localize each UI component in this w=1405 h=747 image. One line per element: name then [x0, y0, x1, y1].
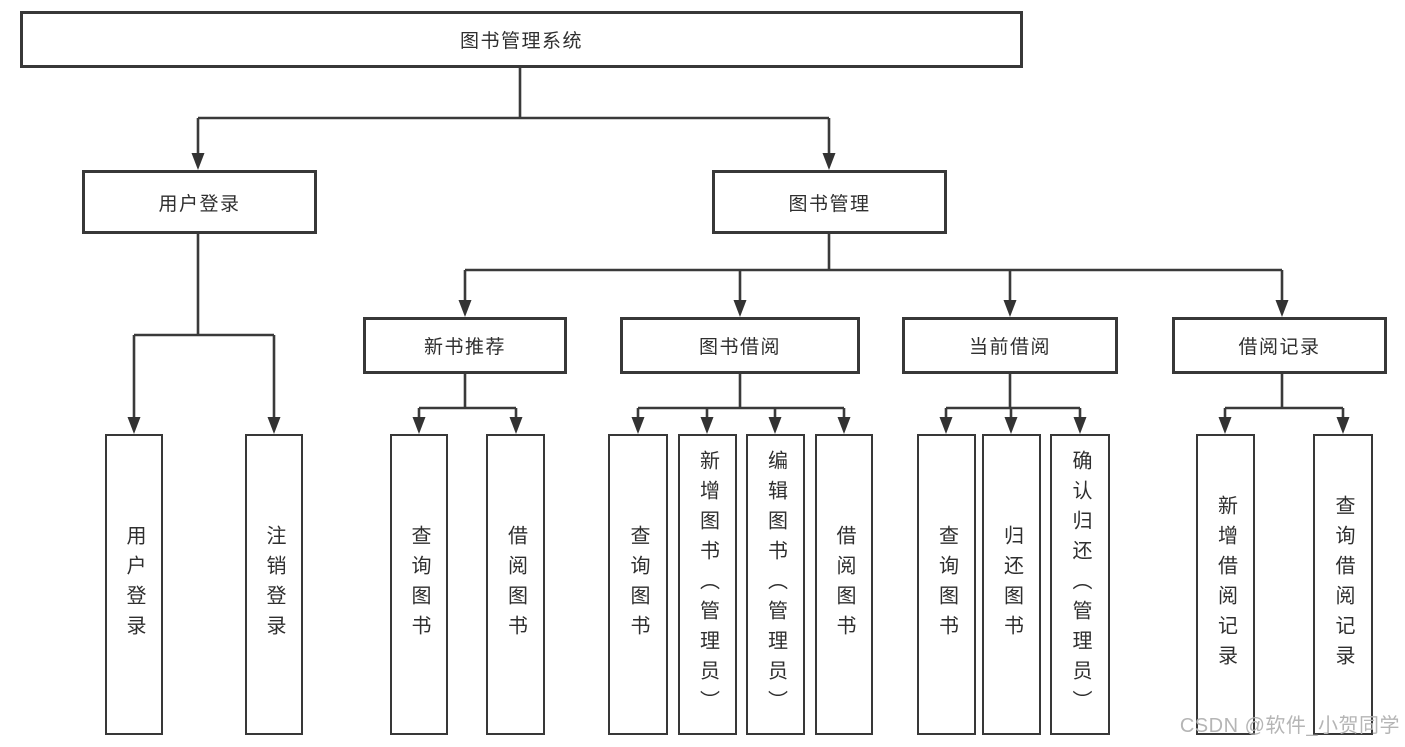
arrow-icon: [1003, 300, 1017, 317]
leaf-add-borrow-record-label: 新增借阅记录: [1214, 494, 1237, 675]
leaf-borrow-books: 借阅图书: [815, 434, 873, 735]
leaf-return-books-label: 归还图书: [1000, 524, 1023, 645]
connector-root-to-level2: [196, 68, 831, 156]
connector-newbooks-to-leaves: [417, 374, 518, 420]
leaf-query-books-recommend-label: 查询图书: [408, 524, 430, 645]
node-book-management: 图书管理: [712, 170, 947, 234]
arrow-icon: [127, 417, 141, 434]
connector-userlogin-to-leaves: [132, 234, 276, 420]
arrow-icon: [822, 153, 836, 170]
leaf-query-books-current-label: 查询图书: [935, 524, 958, 645]
arrow-icon: [509, 417, 523, 434]
arrow-icon: [837, 417, 851, 434]
leaf-user-login: 用户登录: [105, 434, 163, 735]
node-library-management-system-label: 图书管理系统: [459, 31, 583, 52]
node-book-management-label: 图书管理: [788, 193, 871, 215]
leaf-query-books-current: 查询图书: [917, 434, 976, 735]
connector-borrowing-to-leaves: [636, 374, 846, 420]
leaf-edit-books-admin-label: 编辑图书（管理员）: [764, 449, 787, 720]
leaf-borrow-books-recommend-label: 借阅图书: [504, 524, 527, 645]
arrow-icon: [1004, 417, 1018, 434]
arrow-icon: [1218, 417, 1232, 434]
node-new-book-recommendation-label: 新书推荐: [423, 337, 506, 358]
leaf-confirm-return-admin-label: 确认归还（管理员）: [1069, 449, 1091, 720]
arrow-icon: [733, 300, 747, 317]
leaf-confirm-return-admin: 确认归还（管理员）: [1050, 434, 1110, 735]
leaf-query-books-recommend: 查询图书: [390, 434, 448, 735]
arrow-icon: [458, 300, 472, 317]
node-library-management-system: 图书管理系统: [20, 11, 1023, 68]
node-book-borrowing-label: 图书借阅: [698, 337, 781, 358]
leaf-query-books-borrowing-label: 查询图书: [627, 524, 649, 645]
connector-records-to-leaves: [1223, 374, 1345, 420]
leaf-return-books: 归还图书: [982, 434, 1041, 735]
arrow-icon: [267, 417, 281, 434]
node-user-login: 用户登录: [82, 170, 317, 234]
csdn-watermark: CSDN @软件_小贺同学: [1179, 715, 1400, 737]
arrow-icon: [768, 417, 782, 434]
leaf-query-borrow-record-label: 查询借阅记录: [1332, 494, 1354, 675]
leaf-logout: 注销登录: [245, 434, 303, 735]
node-borrowing-records-label: 借阅记录: [1238, 337, 1321, 358]
arrow-icon: [631, 417, 645, 434]
arrow-icon: [412, 417, 426, 434]
node-current-borrowing: 当前借阅: [902, 317, 1118, 374]
arrow-icon: [1073, 417, 1087, 434]
node-user-login-label: 用户登录: [158, 193, 241, 215]
arrow-icon: [939, 417, 953, 434]
arrow-icon: [700, 417, 714, 434]
leaf-query-books-borrowing: 查询图书: [608, 434, 668, 735]
connector-paths: [132, 68, 1345, 420]
arrow-icon: [1275, 300, 1289, 317]
leaf-query-borrow-record: 查询借阅记录: [1313, 434, 1373, 735]
leaf-user-login-label: 用户登录: [123, 524, 145, 645]
node-new-book-recommendation: 新书推荐: [363, 317, 567, 374]
arrow-icon: [1336, 417, 1350, 434]
leaf-add-borrow-record: 新增借阅记录: [1196, 434, 1255, 735]
node-borrowing-records: 借阅记录: [1172, 317, 1387, 374]
connector-current-to-leaves: [944, 374, 1082, 420]
connector-bookmgmt-to-level3: [463, 234, 1284, 303]
arrow-icon: [191, 153, 205, 170]
leaf-add-books-admin: 新增图书（管理员）: [678, 434, 737, 735]
node-current-borrowing-label: 当前借阅: [968, 337, 1051, 358]
leaf-add-books-admin-label: 新增图书（管理员）: [696, 449, 719, 720]
leaf-logout-label: 注销登录: [263, 524, 285, 645]
node-book-borrowing: 图书借阅: [620, 317, 860, 374]
leaf-edit-books-admin: 编辑图书（管理员）: [746, 434, 805, 735]
leaf-borrow-books-label: 借阅图书: [833, 524, 855, 645]
leaf-borrow-books-recommend: 借阅图书: [486, 434, 545, 735]
